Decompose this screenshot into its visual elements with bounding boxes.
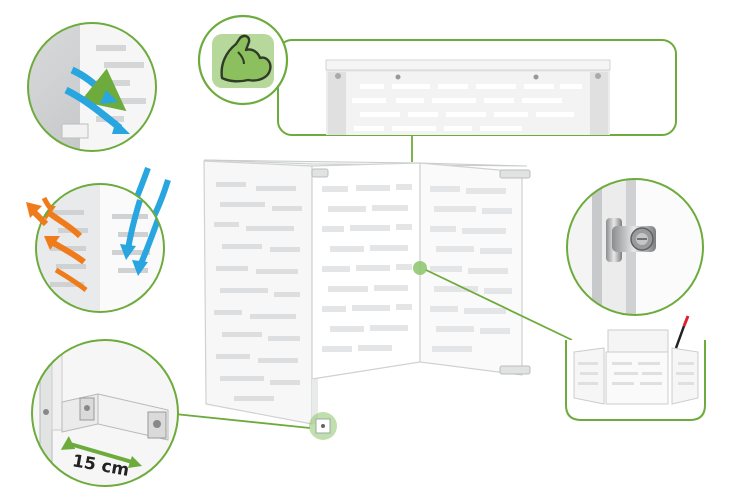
- strength-badge: [197, 14, 289, 106]
- ventilation-detail: [26, 183, 165, 313]
- enclosure-main: [203, 159, 531, 425]
- hinge-clip-detail: [566, 178, 704, 316]
- foot-spacer-detail: [31, 339, 179, 487]
- foot-highlight: [309, 412, 337, 440]
- airflow-detail: [27, 22, 157, 152]
- assembly-preview: [565, 315, 706, 421]
- flexed-arm-icon: [212, 34, 274, 88]
- top-frame-detail: [277, 39, 677, 136]
